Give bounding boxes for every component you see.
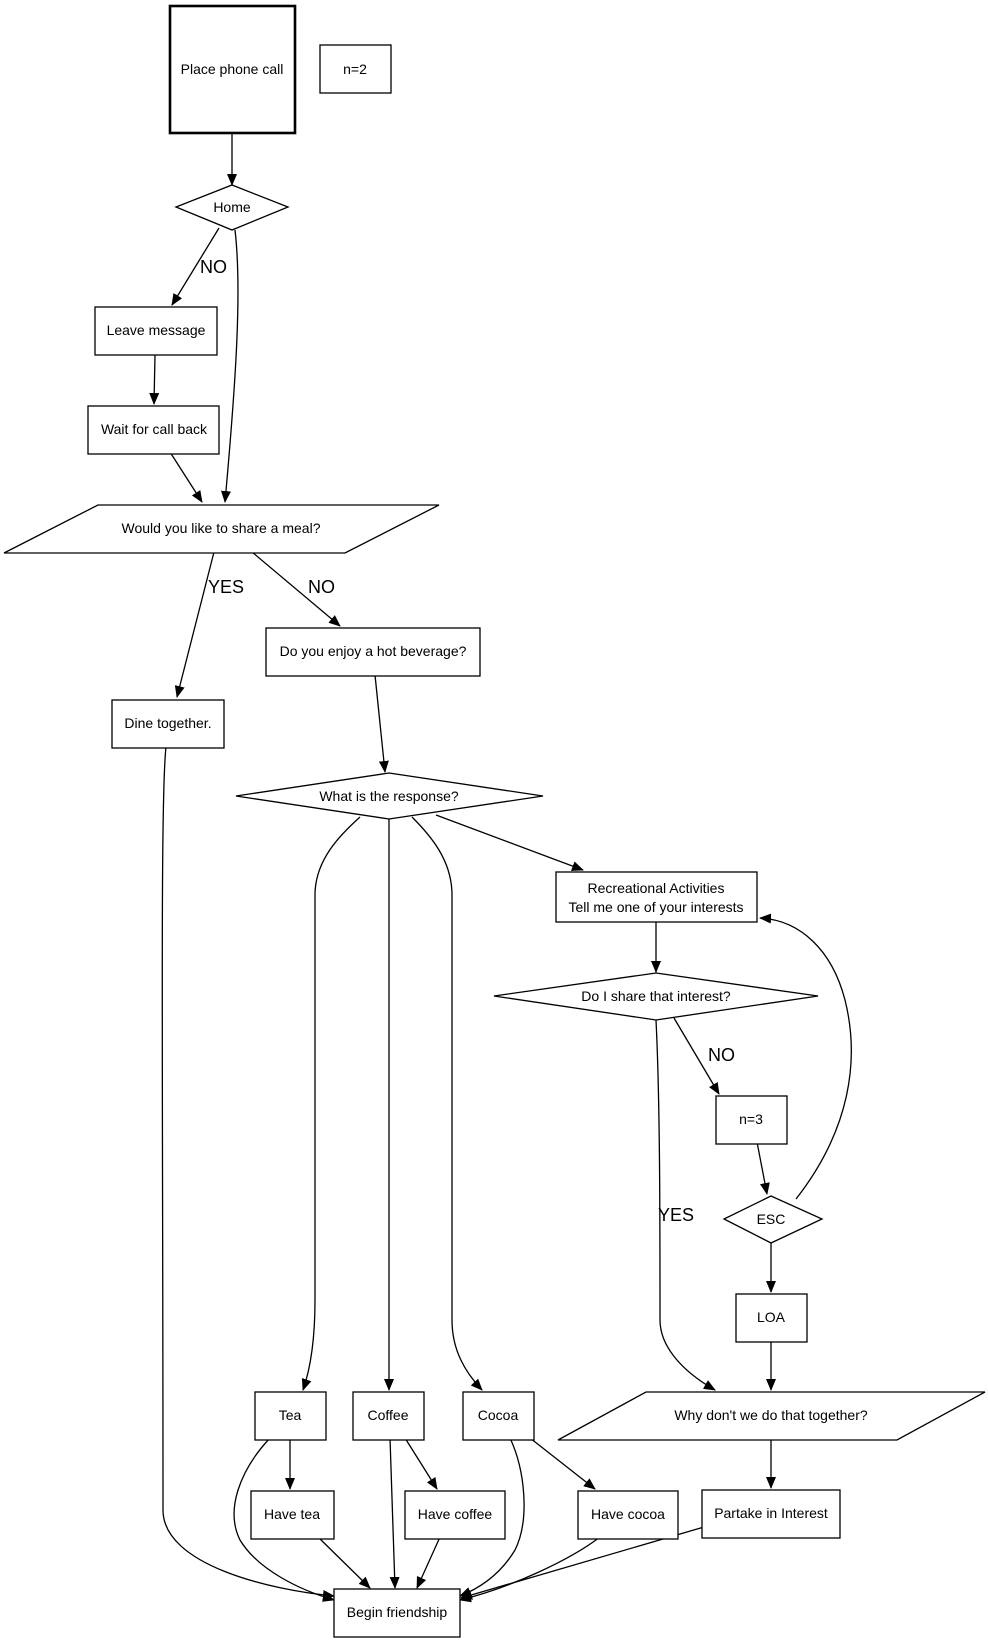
- node-place-phone-call-label: Place phone call: [181, 61, 284, 77]
- edge-dine-to-friendship: [161, 746, 335, 1600]
- node-hot-beverage: Do you enjoy a hot beverage?: [265, 627, 481, 677]
- node-share-a-meal: Would you like to share a meal?: [3, 504, 440, 554]
- node-loa-label: LOA: [757, 1309, 786, 1325]
- edge-leave-to-wait: [149, 354, 160, 405]
- node-partake-in-interest: Partake in Interest: [701, 1489, 841, 1539]
- edge-tea-to-friendship: [233, 1437, 335, 1602]
- edge-label-interest-yes: YES: [658, 1205, 694, 1225]
- node-esc-label: ESC: [757, 1211, 786, 1227]
- node-coffee-label: Coffee: [368, 1407, 409, 1423]
- node-have-cocoa-label: Have cocoa: [591, 1506, 665, 1522]
- node-have-tea: Have tea: [250, 1490, 335, 1540]
- edge-label-interest-no: NO: [708, 1045, 735, 1065]
- edge-esc-to-recreational: [759, 913, 852, 1200]
- node-wait-for-call-back-label: Wait for call back: [101, 421, 208, 437]
- node-n2: n=2: [319, 44, 392, 94]
- edge-home-to-leave-message: [171, 227, 220, 306]
- node-wait-for-call-back: Wait for call back: [87, 405, 220, 455]
- edge-have-tea-to-friendship: [317, 1536, 371, 1589]
- edge-label-meal-no: NO: [308, 577, 335, 597]
- node-recreational-activities: Recreational Activities Tell me one of y…: [555, 871, 758, 923]
- node-what-is-response: What is the response?: [235, 772, 544, 820]
- edge-meal-to-dine: [174, 551, 215, 698]
- edge-label-meal-yes: YES: [208, 577, 244, 597]
- node-hot-beverage-label: Do you enjoy a hot beverage?: [280, 643, 467, 659]
- node-dine-together-label: Dine together.: [124, 715, 211, 731]
- edge-share-interest-to-do-together: [655, 1019, 716, 1391]
- edge-label-home-no: NO: [200, 257, 227, 277]
- node-partake-in-interest-label: Partake in Interest: [714, 1505, 828, 1521]
- edge-cocoa-to-have-cocoa: [529, 1437, 596, 1490]
- node-cocoa-label: Cocoa: [478, 1407, 519, 1423]
- edge-coffee-to-have-coffee: [404, 1437, 438, 1490]
- node-share-interest: Do I share that interest?: [493, 972, 819, 1021]
- node-have-tea-label: Have tea: [264, 1506, 320, 1522]
- node-do-together-label: Why don't we do that together?: [674, 1407, 868, 1423]
- node-begin-friendship-label: Begin friendship: [347, 1604, 448, 1620]
- node-n3-label: n=3: [739, 1111, 763, 1127]
- node-share-interest-label: Do I share that interest?: [581, 988, 731, 1004]
- node-n2-label: n=2: [343, 61, 367, 77]
- node-esc: ESC: [722, 1195, 824, 1244]
- node-do-together: Why don't we do that together?: [557, 1391, 986, 1441]
- node-recreational-line2: Tell me one of your interests: [568, 899, 743, 915]
- edge-response-to-tea: [301, 816, 361, 1391]
- node-coffee: Coffee: [352, 1391, 425, 1441]
- node-loa: LOA: [735, 1293, 808, 1343]
- node-home: Home: [174, 184, 290, 231]
- edge-hot-beverage-to-response: [374, 674, 389, 773]
- edge-meal-to-hot-beverage: [251, 551, 341, 627]
- edge-share-interest-to-n3: [673, 1017, 720, 1095]
- node-share-a-meal-label: Would you like to share a meal?: [122, 520, 321, 536]
- edge-have-coffee-to-friendship: [416, 1536, 441, 1589]
- node-home-label: Home: [213, 199, 251, 215]
- node-have-coffee: Have coffee: [404, 1490, 506, 1540]
- node-recreational-line1: Recreational Activities: [588, 880, 725, 896]
- edges: [149, 133, 852, 1603]
- node-tea-label: Tea: [279, 1407, 302, 1423]
- edge-response-to-recreational: [435, 814, 584, 871]
- node-n3: n=3: [715, 1095, 788, 1145]
- node-what-is-response-label: What is the response?: [319, 788, 459, 804]
- node-cocoa: Cocoa: [462, 1391, 535, 1441]
- node-leave-message: Leave message: [94, 306, 218, 356]
- node-have-coffee-label: Have coffee: [418, 1506, 493, 1522]
- edge-response-to-cocoa: [411, 816, 483, 1391]
- edge-wait-to-share-meal: [169, 451, 203, 503]
- node-have-cocoa: Have cocoa: [577, 1490, 679, 1540]
- node-dine-together: Dine together.: [111, 699, 225, 749]
- edge-cocoa-to-friendship: [459, 1437, 525, 1597]
- node-place-phone-call: Place phone call: [168, 4, 297, 135]
- edge-have-cocoa-to-friendship: [459, 1536, 601, 1603]
- nodes: Place phone call n=2 Home Leave message …: [3, 4, 986, 1638]
- node-begin-friendship: Begin friendship: [333, 1588, 461, 1638]
- edge-coffee-to-friendship: [389, 1437, 400, 1589]
- edge-n3-to-esc: [756, 1141, 770, 1195]
- edge-labels: NO YES NO NO YES: [200, 257, 735, 1225]
- node-tea: Tea: [254, 1391, 327, 1441]
- edge-home-to-share-meal: [221, 229, 239, 503]
- node-leave-message-label: Leave message: [107, 322, 206, 338]
